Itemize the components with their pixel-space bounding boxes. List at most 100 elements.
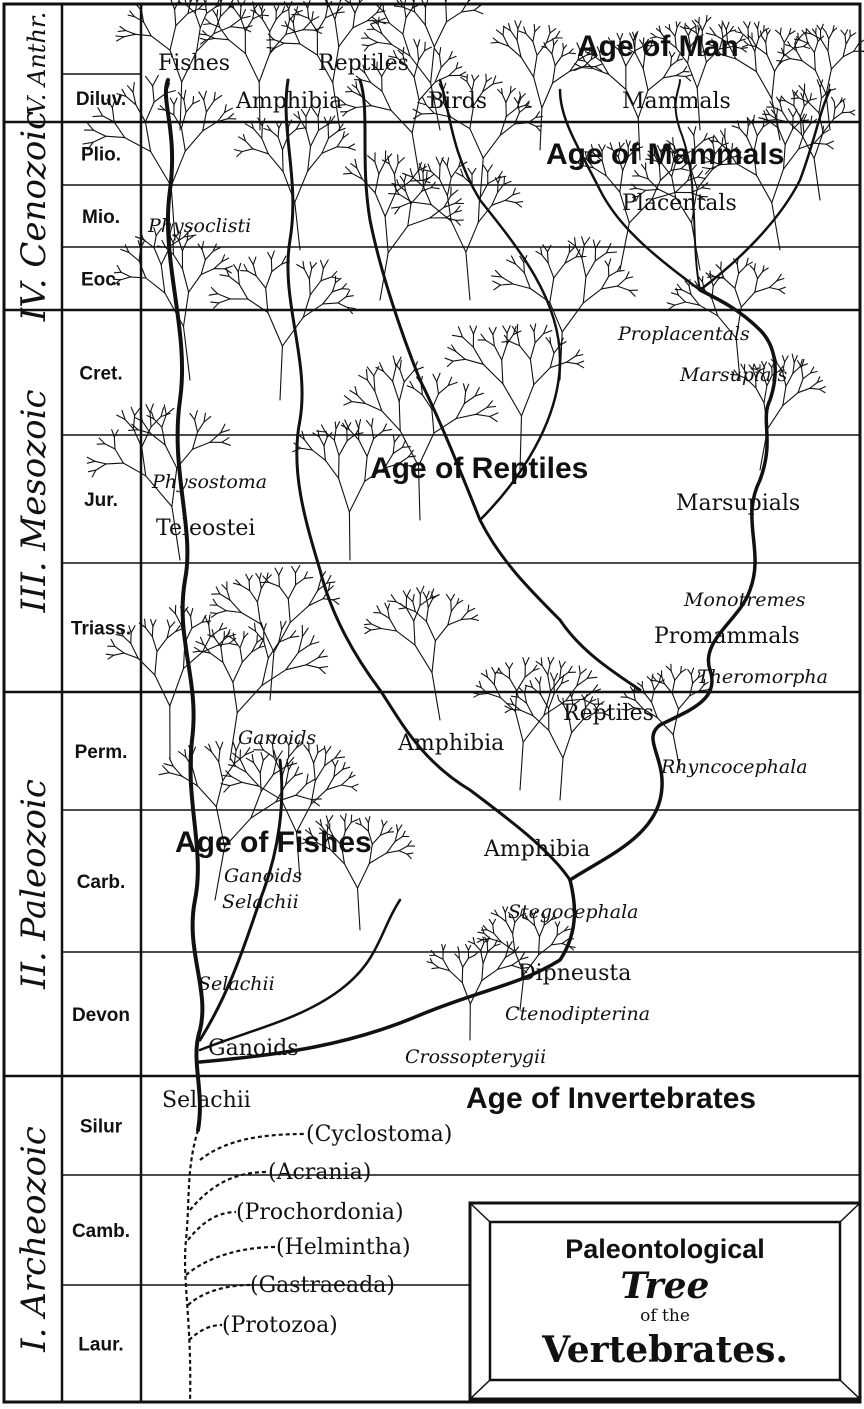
tree-twig — [414, 77, 419, 100]
tree-twig — [304, 577, 312, 578]
tree-twig — [520, 742, 523, 790]
tree-twig — [367, 367, 374, 376]
tree-twig — [404, 5, 406, 18]
tree-twig — [534, 77, 542, 108]
tree-twig — [493, 38, 498, 42]
tree-twig — [189, 275, 202, 293]
tree-twig — [810, 93, 811, 100]
tree-twig — [850, 112, 855, 115]
tree-twig — [210, 653, 223, 662]
tree-twig — [667, 303, 675, 305]
tree-twig — [398, 825, 402, 832]
tree-twig — [506, 663, 510, 669]
tree-twig — [587, 677, 596, 678]
tree-twig — [317, 745, 318, 753]
tree-twig — [260, 573, 262, 579]
tree-twig — [207, 35, 215, 39]
tree-twig — [756, 388, 764, 403]
tree-twig — [535, 678, 539, 684]
tree-twig — [443, 945, 445, 951]
crossopterygii-label: Crossopterygii — [405, 1046, 546, 1068]
tree-twig — [587, 671, 591, 679]
tree-twig — [95, 461, 106, 464]
tree-twig — [219, 762, 223, 781]
tree-twig — [385, 192, 396, 217]
tree-twig — [468, 945, 470, 950]
tree-twig — [319, 437, 324, 446]
tree-twig — [299, 15, 308, 19]
tree-twig — [417, 588, 421, 594]
tree-twig — [721, 131, 725, 138]
tree-twig — [230, 27, 243, 28]
tree-twig — [230, 782, 242, 785]
tree-twig — [548, 252, 549, 263]
tree-twig — [360, 0, 366, 3]
tree-twig — [487, 930, 494, 934]
tree-twig — [111, 639, 115, 646]
tree-twig — [220, 3, 221, 17]
tree-twig — [474, 76, 479, 81]
tree-twig — [407, 853, 413, 854]
birds-label: Birds — [428, 89, 487, 114]
tree-twig — [210, 433, 221, 443]
tree-twig — [744, 41, 748, 45]
tree-twig — [114, 437, 115, 449]
tree-twig — [128, 86, 134, 92]
tree-twig — [766, 29, 768, 34]
tree-twig — [191, 616, 192, 628]
tree-twig — [191, 609, 193, 617]
tree-twig — [829, 32, 833, 39]
tree-twig — [425, 42, 426, 50]
tree-twig — [440, 179, 448, 196]
tree-twig — [234, 640, 240, 648]
tree-twig — [780, 34, 784, 42]
tree-twig — [517, 29, 518, 40]
tree-twig — [426, 592, 429, 599]
tree-twig — [810, 388, 820, 389]
tree-twig — [322, 425, 326, 432]
tree-twig — [399, 851, 407, 854]
tree-twig — [123, 463, 145, 476]
tree-twig — [456, 414, 476, 418]
tree-twig — [369, 853, 386, 863]
period-label: Perm. — [75, 742, 128, 763]
tree-twig — [530, 343, 535, 360]
tree-twig — [259, 786, 281, 800]
era-label: I. Archeozoic — [14, 1126, 54, 1353]
tree-twig — [370, 24, 374, 29]
ganoids-carb-label: Ganoids — [224, 865, 302, 887]
tree-twig — [609, 271, 617, 276]
tree-twig — [779, 287, 786, 289]
tree-twig — [142, 3, 143, 10]
tree-twig — [195, 420, 198, 432]
tree-twig — [447, 166, 451, 178]
tree-twig — [175, 614, 181, 625]
tree-twig — [146, 76, 153, 86]
era-label: IV. Cenozoic — [14, 111, 54, 322]
tree-twig — [496, 30, 503, 35]
tree-twig — [334, 769, 343, 776]
tree-twig — [476, 414, 490, 416]
tree-twig — [463, 337, 474, 347]
tree-twig — [451, 167, 459, 178]
tree-twig — [393, 381, 400, 401]
period-label: Laur. — [78, 1335, 123, 1356]
tree-twig — [379, 161, 385, 174]
tree-twig — [288, 599, 290, 623]
tree-twig — [214, 303, 219, 308]
tree-twig — [281, 622, 282, 630]
tree-twig — [170, 98, 174, 105]
tree-twig — [493, 919, 496, 924]
tree-twig — [216, 781, 223, 807]
tree-twig — [131, 626, 135, 633]
tree-twig — [397, 631, 416, 645]
tree-twig — [447, 361, 453, 366]
tree-twig — [170, 669, 184, 707]
tree-twig — [240, 648, 242, 662]
tree-twig — [676, 76, 686, 77]
age-of-man-label: Age of Man — [577, 30, 739, 63]
tree-twig — [388, 601, 396, 602]
tree-twig — [558, 695, 559, 700]
tree-twig — [758, 272, 763, 279]
protozoa-label: (Protozoa) — [222, 1313, 338, 1338]
